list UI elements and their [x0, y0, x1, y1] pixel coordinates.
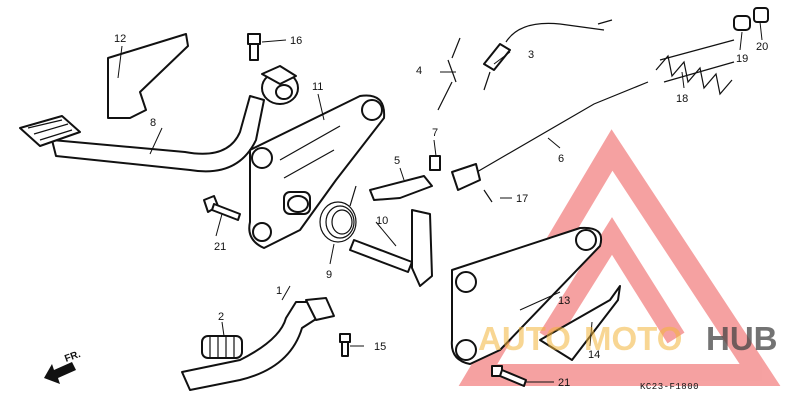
- watermark-text: AUTO MOTO HUB: [478, 320, 778, 357]
- watermark-moto: MOTO: [584, 320, 682, 357]
- callout-4: 4: [416, 65, 422, 77]
- callout-17: 17: [516, 193, 528, 205]
- part-switch-spring: [437, 37, 461, 111]
- part-brake-arm: [349, 209, 433, 287]
- part-bolt-21-lower: [491, 365, 527, 387]
- callout-5: 5: [394, 155, 400, 167]
- part-guard-plate: [539, 285, 621, 361]
- part-bolt-15: [339, 333, 351, 357]
- callout-12: 12: [114, 33, 126, 45]
- part-bolt-21-upper: [203, 195, 241, 221]
- callout-19: 19: [736, 53, 748, 65]
- callout-labels: 1 2 3 4 5 6 7 8 9 10 11 12 13 14 15 16 1…: [114, 33, 768, 389]
- callout-3: 3: [528, 49, 534, 61]
- callout-2: 2: [218, 311, 224, 323]
- callout-21-upper: 21: [214, 241, 226, 253]
- part-heel-guard: [107, 33, 189, 119]
- callout-20: 20: [756, 41, 768, 53]
- part-bolt-16: [247, 33, 261, 61]
- leader-lines: [117, 21, 763, 383]
- callout-6: 6: [558, 153, 564, 165]
- callout-14: 14: [588, 349, 600, 361]
- direction-label: FR.: [63, 349, 82, 365]
- callout-7: 7: [432, 127, 438, 139]
- watermark-auto: AUTO: [478, 320, 571, 357]
- part-step-bar: [181, 297, 335, 391]
- part-stopper-arm: [369, 175, 433, 201]
- callout-21-lower: 21: [558, 377, 570, 389]
- callout-11: 11: [312, 81, 323, 93]
- part-joint-19: [733, 15, 751, 31]
- callout-9: 9: [326, 269, 332, 281]
- part-step-bracket: [248, 94, 386, 249]
- part-bolt-7: [429, 155, 441, 171]
- front-direction-indicator: FR.: [44, 349, 82, 384]
- callout-8: 8: [150, 117, 156, 129]
- diagram-code: KC23-F1800: [640, 382, 699, 392]
- callout-18: 18: [676, 93, 688, 105]
- callout-15: 15: [374, 341, 386, 353]
- part-rubber-peg: [201, 335, 243, 359]
- callout-1: 1: [276, 285, 282, 297]
- callout-16: 16: [290, 35, 302, 47]
- watermark-hub: HUB: [706, 320, 778, 357]
- part-pillion-bracket: [450, 226, 602, 365]
- callout-13: 13: [558, 295, 570, 307]
- part-brake-rod: [451, 81, 649, 191]
- callout-10: 10: [376, 215, 388, 227]
- part-spring: [319, 185, 357, 243]
- part-stop-switch: [483, 19, 613, 91]
- part-nut-20: [753, 7, 769, 23]
- part-rod-spring: [655, 39, 735, 96]
- arrow-icon: [44, 362, 76, 384]
- part-brake-pedal: [19, 65, 299, 173]
- part-cotter-pin: [483, 189, 493, 203]
